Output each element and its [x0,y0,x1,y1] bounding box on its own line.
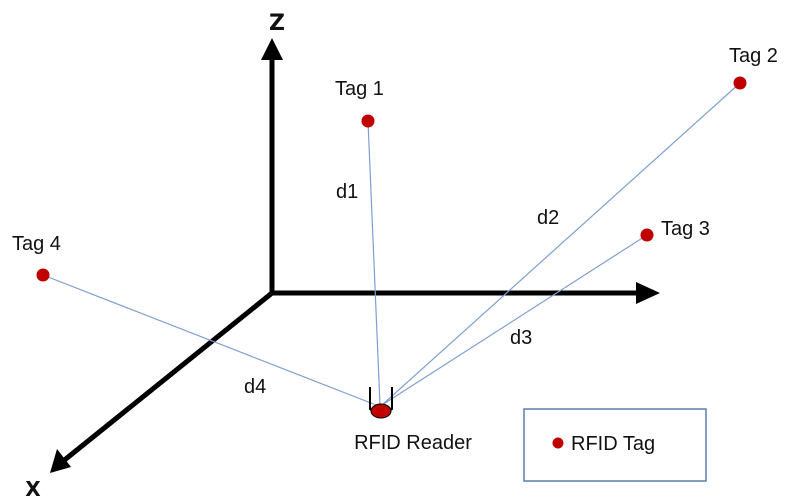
distance-line-d1 [367,120,381,406]
axes: Z X [25,11,660,497]
tag-4-label: Tag 4 [12,233,61,255]
y-axis-arrowhead [636,282,660,304]
tags: Tag 1 Tag 2 Tag 3 Tag 4 [12,45,778,282]
d1-label: d1 [336,181,358,203]
distance-labels: d1 d2 d3 d4 [244,181,559,398]
z-axis-arrowhead [261,38,283,60]
rfid-reader: RFID Reader [354,387,472,454]
distance-line-d4 [42,274,377,406]
x-axis [60,291,274,464]
distance-line-d2 [381,82,741,406]
tag-3-label: Tag 3 [661,218,710,240]
legend-label: RFID Tag [571,433,655,455]
rfid-reader-label: RFID Reader [354,432,472,454]
tag-4-dot [36,268,50,282]
distance-lines [42,82,741,406]
x-axis-label: X [25,477,41,497]
legend: RFID Tag [523,408,707,482]
z-axis-label: Z [269,11,285,36]
d4-label: d4 [244,376,266,398]
tag-1-dot [361,114,375,128]
distance-line-d3 [381,234,648,406]
tag-1-label: Tag 1 [335,78,384,100]
x-axis-arrowhead [50,449,71,473]
d3-label: d3 [510,327,532,349]
tag-2-dot [733,76,747,90]
rfid-reader-dot [370,403,392,419]
d2-label: d2 [537,207,559,229]
tag-3-dot [640,228,654,242]
tag-2-label: Tag 2 [729,45,778,67]
legend-tag-icon [552,437,564,449]
